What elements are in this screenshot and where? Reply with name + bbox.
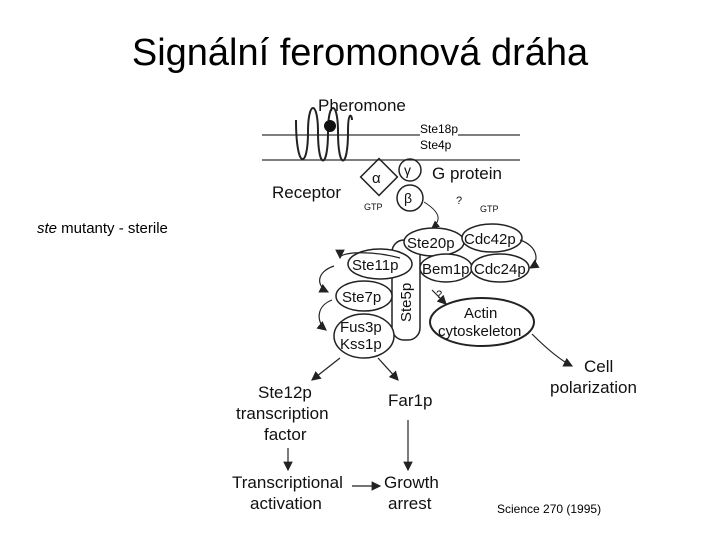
- citation: Science 270 (1995): [497, 502, 602, 516]
- gtp-right-label: GTP: [480, 204, 499, 214]
- beta-label: β: [404, 190, 412, 206]
- receptor-shape: [295, 107, 353, 162]
- cdc42p-node: [461, 223, 523, 253]
- slide-title: Signální feromonová dráha: [131, 32, 589, 74]
- cdc24p-label: Cdc24p: [474, 261, 526, 278]
- ste12p-label-2: transcription: [236, 404, 329, 423]
- actin-node: [429, 297, 535, 347]
- growth-label-2: arrest: [388, 494, 432, 513]
- mutant-note: ste mutanty - sterile: [37, 220, 168, 237]
- cdc42p-label: Cdc42p: [464, 231, 516, 248]
- beta-to-ste20-arrow: [423, 201, 440, 229]
- actin-label-2: cytoskeleton: [438, 323, 521, 340]
- beta-subunit: [396, 184, 424, 212]
- ste7p-label: Ste7p: [342, 289, 381, 306]
- fus3p-label: Fus3p: [340, 319, 382, 336]
- pheromone-dot: [324, 120, 336, 132]
- ste4p-label: Ste4p: [420, 138, 452, 152]
- growth-label-1: Growth: [384, 473, 439, 492]
- mutant-note-text: mutanty - sterile: [57, 220, 168, 237]
- question-mark-1: ?: [456, 195, 462, 207]
- bem1p-label: Bem1p: [422, 261, 470, 278]
- cell-label-1: Cell: [584, 357, 613, 376]
- kss1p-label: Kss1p: [340, 336, 382, 353]
- actin-label-1: Actin: [464, 305, 497, 322]
- mutant-note-italic: ste: [37, 220, 58, 237]
- g-protein-label: G protein: [432, 164, 502, 183]
- gamma-subunit: [398, 158, 422, 182]
- gamma-label: γ: [404, 162, 411, 178]
- ste20p-label: Ste20p: [407, 235, 455, 252]
- transcriptional-label-1: Transcriptional: [232, 473, 343, 492]
- ste12p-label-3: factor: [264, 425, 307, 444]
- fus3p-kss1p-node: [333, 313, 395, 359]
- pheromone-label: Pheromone: [318, 96, 406, 115]
- alpha-subunit: [359, 157, 399, 197]
- far1p-label: Far1p: [388, 391, 432, 410]
- alpha-label: α: [372, 170, 381, 187]
- ste12p-label-1: Ste12p: [258, 383, 312, 402]
- transcriptional-label-2: activation: [250, 494, 322, 513]
- ste7p-node: [335, 280, 393, 312]
- receptor-label: Receptor: [272, 183, 341, 202]
- membrane: [262, 134, 520, 161]
- ste18p-label: Ste18p: [420, 122, 459, 136]
- ste5p-label: Ste5p: [398, 283, 415, 322]
- cascade-arrows: [283, 239, 574, 491]
- cell-label-2: polarization: [550, 378, 637, 397]
- ste11p-label: Ste11p: [352, 257, 398, 274]
- gtp-left-label: GTP: [364, 202, 383, 212]
